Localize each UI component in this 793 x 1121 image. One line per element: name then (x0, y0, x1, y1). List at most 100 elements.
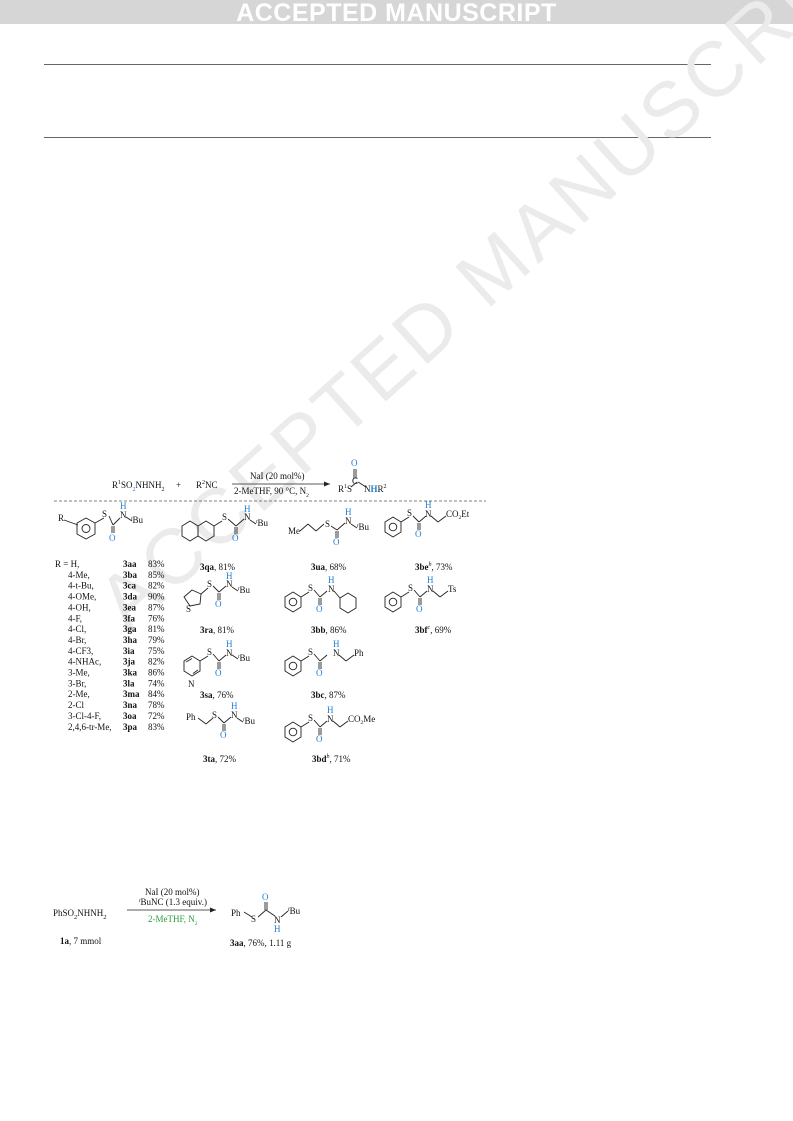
svg-text:O: O (316, 734, 323, 744)
substituent-label: 4-t-Bu, (68, 581, 94, 591)
gram-reagent: PhSO2NHNH2 (53, 908, 107, 921)
svg-text:N: N (328, 584, 335, 594)
svg-text:H: H (425, 500, 432, 510)
compound-3sa: N S O H N tBu 3sa, 76% (183, 639, 251, 700)
svg-text:H: H (333, 639, 340, 649)
substituent-label: 4-NHAc, (68, 657, 101, 667)
svg-text:S: S (251, 914, 256, 924)
svg-text:Me: Me (288, 526, 300, 536)
compound-id: 3ga (123, 624, 137, 634)
svg-text:N: N (120, 510, 127, 520)
yield-value: 82% (148, 581, 165, 591)
label-3ra: 3ra, 81% (200, 625, 235, 635)
svg-text:S: S (102, 509, 107, 519)
substituent-label: 4-Br, (68, 635, 86, 645)
svg-text:Ph: Ph (231, 908, 241, 918)
gram-product-label: 3aa, 76%, 1.11 g (230, 938, 292, 948)
svg-text:O: O (262, 892, 269, 902)
label-3ta: 3ta, 72% (203, 754, 237, 764)
svg-text:S: S (408, 583, 413, 593)
label-3bb: 3bb, 86% (311, 625, 347, 635)
svg-text:S: S (308, 583, 313, 593)
manuscript-banner: ACCEPTED MANUSCRIPT (0, 0, 793, 26)
substituent-label: 4-Me, (68, 570, 90, 580)
yield-value: 83% (148, 722, 165, 732)
compound-3be: S O H N CO2Et 3beb, 73% (384, 500, 470, 572)
product-oxygen: O (351, 458, 358, 468)
substituent-label: 2,4,6-tr-Me, (68, 722, 112, 732)
compound-id: 3pa (123, 722, 138, 732)
svg-text:N: N (188, 679, 195, 689)
svg-text:Ph: Ph (354, 648, 364, 658)
svg-text:O: O (316, 668, 323, 678)
compound-id: 3fa (123, 613, 135, 623)
svg-text:O: O (316, 604, 323, 614)
arrowhead (324, 481, 330, 487)
svg-text:tBu: tBu (256, 518, 269, 528)
plus-sign: + (176, 480, 181, 490)
table-top-rule (44, 64, 711, 65)
svg-text:H: H (274, 924, 281, 934)
label-3qa: 3qa, 81% (200, 562, 236, 572)
compound-3bd: S O H N CO2Me 3bdb, 71% (284, 705, 375, 764)
product-r1s: R1S (338, 484, 352, 494)
substituent-label: 3-Cl-4-F, (68, 711, 101, 721)
svg-text:H: H (231, 701, 238, 711)
svg-text:CO2Me: CO2Me (348, 714, 375, 726)
svg-text:tBu: tBu (243, 716, 256, 726)
yield-value: 72% (148, 711, 165, 721)
yield-value: 83% (148, 559, 165, 569)
svg-text:tBu: tBu (238, 585, 251, 595)
svg-text:tBu: tBu (288, 906, 301, 916)
condition-solvent: 2-MeTHF, 90 °C, N2 (234, 486, 309, 499)
svg-text:H: H (226, 571, 233, 581)
yield-value: 79% (148, 635, 165, 645)
yield-value: 81% (148, 624, 165, 634)
svg-text:C: C (352, 476, 358, 486)
svg-text:R: R (58, 513, 64, 523)
svg-text:N: N (226, 648, 233, 658)
svg-text:H: H (226, 639, 233, 649)
substituent-label: 4-OH, (68, 602, 91, 612)
svg-text:O: O (109, 533, 116, 543)
label-3ua: 3ua, 68% (311, 562, 347, 572)
svg-text:O: O (232, 533, 239, 543)
svg-text:N: N (425, 509, 432, 519)
compound-id: 3ka (123, 668, 138, 678)
svg-text:H: H (120, 501, 127, 511)
svg-text:S: S (308, 713, 313, 723)
gram-cond-solvent: 2-MeTHF, N2 (148, 914, 198, 927)
compound-id: 3ha (123, 635, 138, 645)
svg-text:N: N (427, 584, 434, 594)
substituent-label: 4-CF3, (68, 646, 93, 656)
svg-text:tBu: tBu (131, 515, 144, 525)
compound-id: 3la (123, 678, 135, 688)
compound-3ua: Me S O H N tBu 3ua, 68% (288, 507, 370, 572)
svg-text:O: O (333, 537, 340, 547)
reagent-isocyanide: R2NC (196, 480, 218, 490)
compound-id: 3ma (123, 689, 140, 699)
svg-text:S: S (222, 512, 227, 522)
svg-text:N: N (244, 512, 251, 522)
yield-value: 90% (148, 592, 165, 602)
svg-text:S: S (308, 647, 313, 657)
svg-text:N: N (274, 915, 281, 925)
compound-3bb: S O H N 3bb, 86% (284, 575, 357, 635)
substituent-label: 2-Me, (68, 689, 90, 699)
svg-text:S: S (207, 647, 212, 657)
svg-text:H: H (345, 507, 352, 517)
svg-text:Ph: Ph (186, 712, 196, 722)
table-row: 2,4,6-tr-Me, 3pa 83% (68, 722, 165, 732)
svg-text:N: N (231, 710, 238, 720)
